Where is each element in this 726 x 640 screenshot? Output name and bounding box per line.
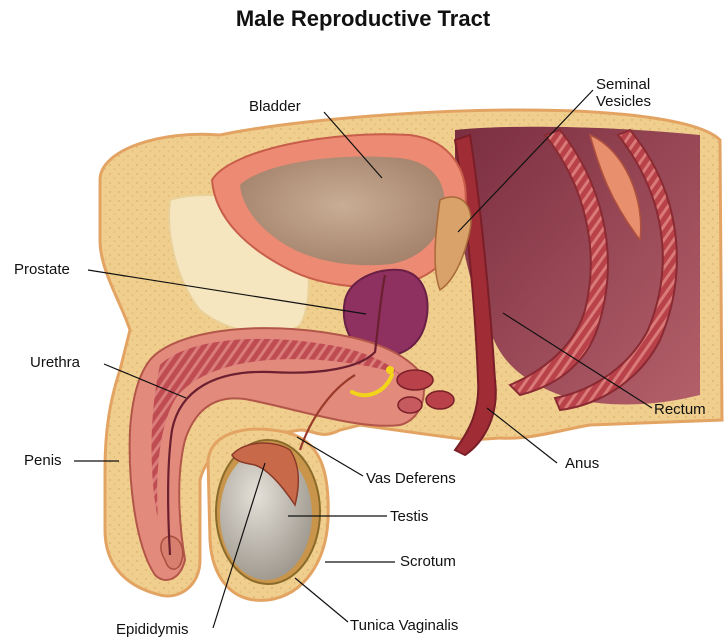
label-seminal-vesicles: Seminal Vesicles [596, 76, 651, 110]
label-penis: Penis [24, 452, 62, 469]
label-vas-deferens: Vas Deferens [366, 470, 456, 487]
label-anus: Anus [565, 455, 599, 472]
label-scrotum: Scrotum [400, 553, 456, 570]
label-bladder: Bladder [249, 98, 301, 115]
gland-dot [386, 366, 394, 374]
label-tunica-vaginalis: Tunica Vaginalis [350, 617, 458, 634]
label-epididymis: Epididymis [116, 621, 189, 638]
label-prostate: Prostate [14, 261, 70, 278]
label-urethra: Urethra [30, 354, 80, 371]
label-rectum: Rectum [654, 401, 706, 418]
leader-tunica-vaginalis [295, 578, 348, 622]
label-testis: Testis [390, 508, 428, 525]
